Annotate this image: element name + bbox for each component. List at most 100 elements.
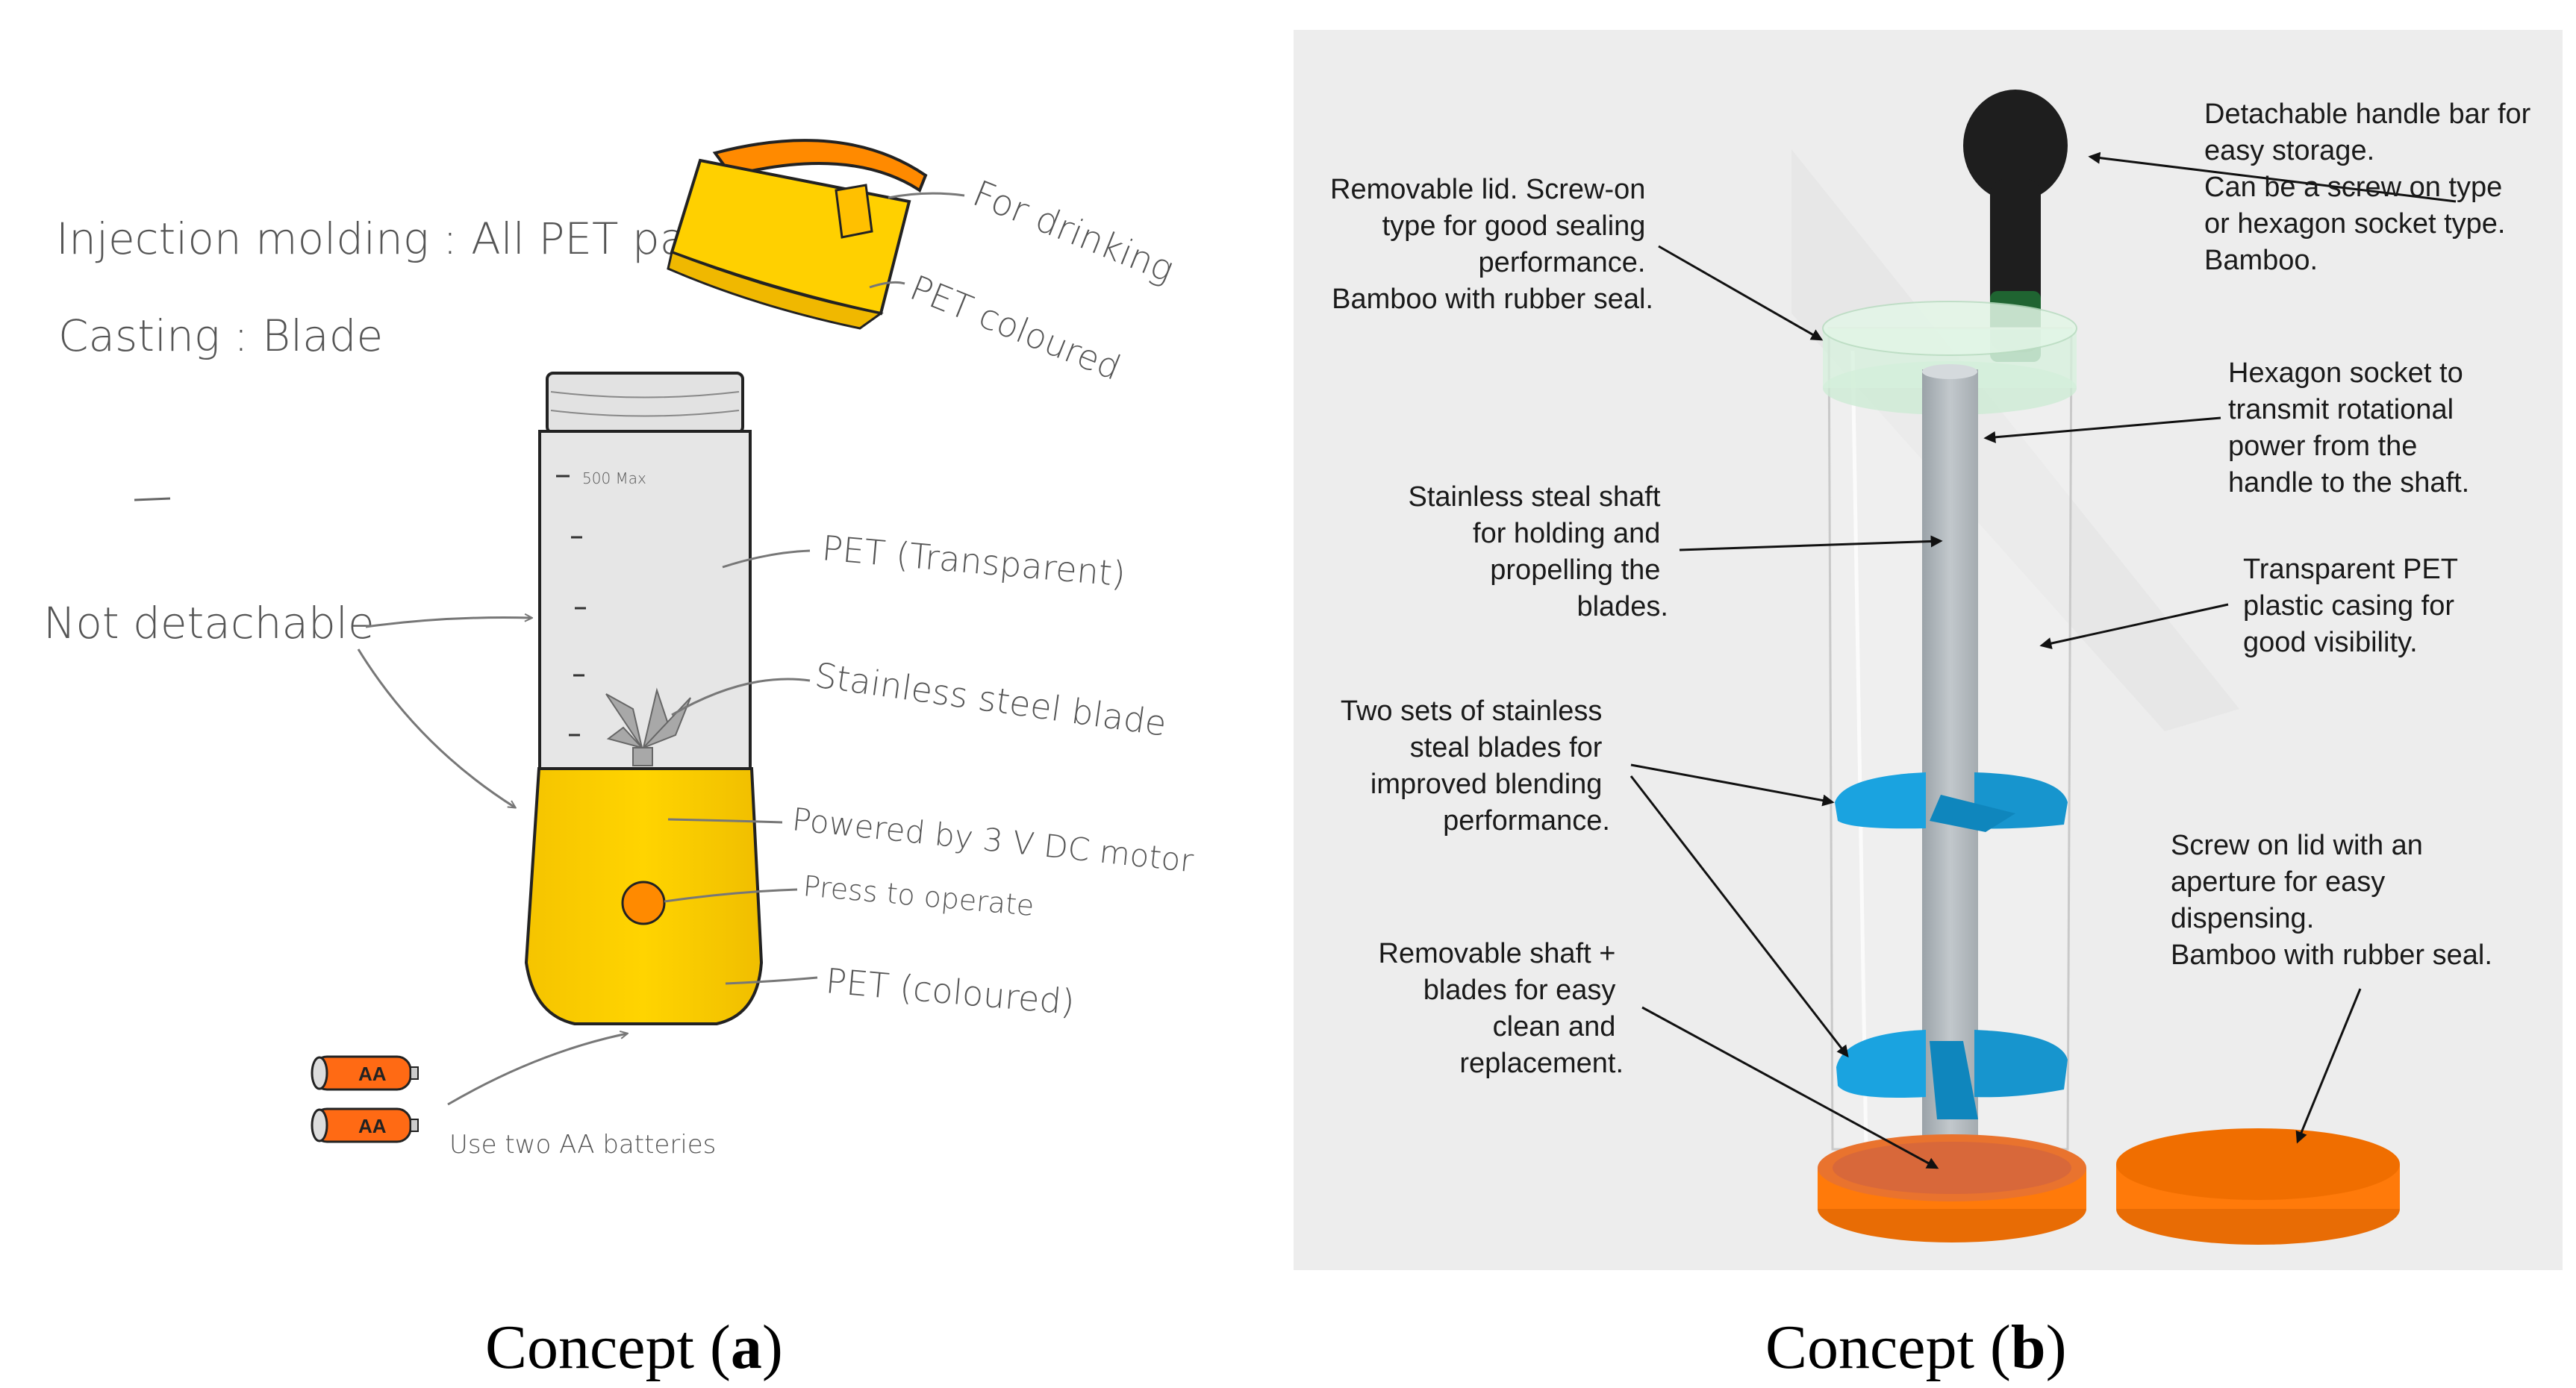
- arrow-batteries: [447, 1034, 627, 1106]
- note-casting: Casting : Blade: [58, 310, 383, 361]
- blade-set-upper: [1835, 772, 2068, 832]
- caption-b-prefix: Concept (: [1765, 1313, 2011, 1382]
- base-plate: [1818, 1134, 2086, 1242]
- lid-rim: [667, 250, 884, 330]
- scale-marks: [556, 475, 586, 737]
- power-button: [621, 881, 666, 925]
- arrow-hexagon: [1983, 416, 2221, 443]
- callout-batteries: Use two AA batteries: [449, 1130, 716, 1160]
- hexagon-socket: [1922, 364, 1977, 379]
- label-hexagon-line-4: handle to the shaft.: [2228, 467, 2469, 498]
- callout-stainless-blade: Stainless steel blade: [812, 654, 1169, 744]
- label-removable-shaft-line-1: Removable shaft +: [1379, 938, 1616, 969]
- leader-pet-coloured-lid: [869, 281, 905, 289]
- screw-lid: [2116, 1128, 2400, 1245]
- label-lid-line-2: type for good sealing: [1382, 210, 1646, 242]
- label-casing-line-2: plastic casing for: [2243, 590, 2454, 622]
- scale-max: 500 Max: [582, 469, 646, 487]
- leader-for-drinking: [888, 192, 965, 199]
- label-screw-lid-line-2: aperture for easy: [2171, 866, 2385, 898]
- label-blades-line-1: Two sets of stainless: [1341, 695, 1603, 727]
- leader-press: [664, 888, 798, 903]
- label-handle-line-2: easy storage.: [2204, 135, 2374, 166]
- label-hexagon-line-1: Hexagon socket to: [2228, 357, 2463, 389]
- note-injection: Injection molding : All PET parts: [56, 213, 743, 264]
- callout-pet-coloured-base: PET (coloured): [824, 960, 1076, 1022]
- blade-a: [605, 687, 691, 766]
- note-not-detachable: Not detachable: [43, 598, 375, 648]
- stray-mark: [134, 497, 171, 501]
- drinking-lid: [667, 139, 928, 330]
- panel-a: Injection molding : All PET parts Castin…: [43, 139, 1196, 1382]
- shaft: [1922, 369, 1978, 1172]
- label-removable-shaft-line-4: replacement.: [1459, 1048, 1624, 1079]
- label-hexagon-line-2: transmit rotational: [2228, 394, 2454, 425]
- callout-powered: Powered by 3 V DC motor: [790, 801, 1196, 879]
- battery-1: AA: [311, 1055, 419, 1091]
- arrow-not-detachable-lower: [357, 648, 515, 807]
- label-casing: Transparent PET plastic casing for good …: [2243, 554, 2466, 658]
- label-hexagon: Hexagon socket to transmit rotational po…: [2228, 357, 2471, 498]
- label-handle-line-3: Can be a screw on type: [2204, 172, 2502, 203]
- leader-powered: [667, 818, 783, 824]
- arrow-lid: [1658, 245, 1824, 341]
- lid-spout: [835, 184, 873, 239]
- caption-a-letter: a: [731, 1313, 762, 1382]
- arrow-blades-lower: [1630, 775, 1849, 1058]
- render-shadow: [1791, 149, 2239, 731]
- battery-1-label: AA: [358, 1063, 387, 1085]
- label-shaft: Stainless steal shaft for holding and pr…: [1408, 481, 1668, 622]
- label-removable-shaft: Removable shaft + blades for easy clean …: [1379, 938, 1624, 1079]
- label-blades-line-4: performance.: [1443, 805, 1610, 837]
- label-lid-line-4: Bamboo with rubber seal.: [1332, 284, 1653, 315]
- neck-threads: [550, 391, 740, 417]
- blade-set-lower: [1836, 1030, 2068, 1119]
- caption-b-letter: b: [2011, 1313, 2046, 1382]
- label-screw-lid: Screw on lid with an aperture for easy d…: [2171, 830, 2492, 971]
- arrow-handle: [2088, 151, 2457, 203]
- label-casing-line-1: Transparent PET: [2243, 554, 2458, 585]
- label-handle: Detachable handle bar for easy storage. …: [2204, 99, 2539, 276]
- label-blades: Two sets of stainless steal blades for i…: [1341, 695, 1610, 837]
- lid-handle: [712, 139, 928, 193]
- label-casing-line-3: good visibility.: [2243, 627, 2418, 658]
- label-screw-lid-line-3: dispensing.: [2171, 903, 2314, 934]
- lid-body: [670, 158, 911, 316]
- label-lid-line-1: Removable lid. Screw-on: [1330, 174, 1645, 205]
- label-handle-line-1: Detachable handle bar for: [2204, 99, 2531, 130]
- callout-pet-transparent: PET (Transparent): [820, 528, 1127, 594]
- label-lid-line-3: performance.: [1479, 247, 1646, 278]
- label-shaft-line-4: blades.: [1577, 591, 1668, 622]
- label-shaft-line-2: for holding and: [1473, 518, 1660, 549]
- arrow-removable-shaft: [1641, 1006, 1939, 1169]
- arrow-blades-upper: [1630, 763, 1835, 807]
- caption-a-suffix: ): [762, 1313, 783, 1382]
- label-removable-shaft-line-3: clean and: [1493, 1011, 1616, 1042]
- label-blades-line-2: steal blades for: [1410, 732, 1603, 763]
- caption-a: Concept (a): [485, 1313, 783, 1382]
- leader-pet-coloured-base: [725, 976, 818, 985]
- label-shaft-line-1: Stainless steal shaft: [1408, 481, 1660, 513]
- label-screw-lid-line-4: Bamboo with rubber seal.: [2171, 940, 2492, 971]
- panel-b: Detachable handle bar for easy storage. …: [1294, 30, 2563, 1382]
- label-lid: Removable lid. Screw-on type for good se…: [1330, 174, 1653, 315]
- label-blades-line-3: improved blending: [1370, 769, 1603, 800]
- label-removable-shaft-line-2: blades for easy: [1423, 975, 1616, 1006]
- label-handle-line-5: Bamboo.: [2204, 245, 2318, 276]
- label-handle-line-4: or hexagon socket type.: [2204, 208, 2505, 240]
- leader-pet-transparent: [722, 549, 811, 569]
- battery-2: AA: [311, 1107, 419, 1143]
- caption-b-suffix: ): [2046, 1313, 2067, 1382]
- callout-pet-coloured-lid: PET coloured: [905, 267, 1126, 388]
- battery-2-label: AA: [358, 1115, 387, 1137]
- label-screw-lid-line-1: Screw on lid with an: [2171, 830, 2423, 861]
- bottle-neck: [546, 372, 744, 434]
- arrow-shaft: [1679, 535, 1943, 551]
- label-shaft-line-3: propelling the: [1490, 554, 1660, 586]
- label-hexagon-line-3: power from the: [2228, 431, 2417, 462]
- callout-press: Press to operate: [802, 869, 1035, 922]
- callout-for-drinking: For drinking: [967, 172, 1180, 291]
- caption-a-prefix: Concept (: [485, 1313, 731, 1382]
